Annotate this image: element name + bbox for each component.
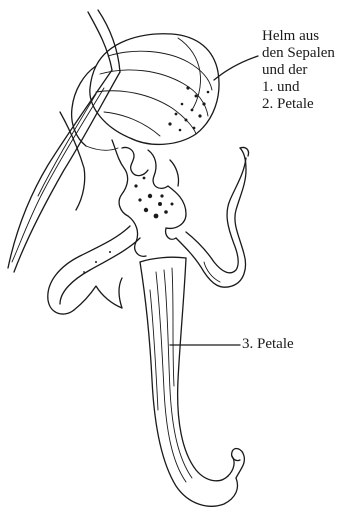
right-tendril bbox=[176, 147, 249, 287]
helm-label-line-4: 1. und bbox=[262, 79, 335, 96]
left-tendril bbox=[48, 226, 140, 314]
leaf-bract bbox=[8, 10, 120, 272]
third-petal bbox=[140, 257, 244, 506]
helm-hood bbox=[72, 34, 219, 150]
helm-label: Helm aus den Sepalen und der 1. und 2. P… bbox=[262, 28, 335, 113]
helm-label-line-2: den Sepalen bbox=[262, 45, 335, 62]
helm-label-line-3: und der bbox=[262, 62, 335, 79]
helm-label-line-1: Helm aus bbox=[262, 28, 335, 45]
helm-label-line-5: 2. Petale bbox=[262, 96, 335, 113]
helm-leader-line bbox=[214, 56, 258, 80]
lip-base bbox=[112, 140, 186, 256]
petal3-label: 3. Petale bbox=[242, 336, 294, 353]
